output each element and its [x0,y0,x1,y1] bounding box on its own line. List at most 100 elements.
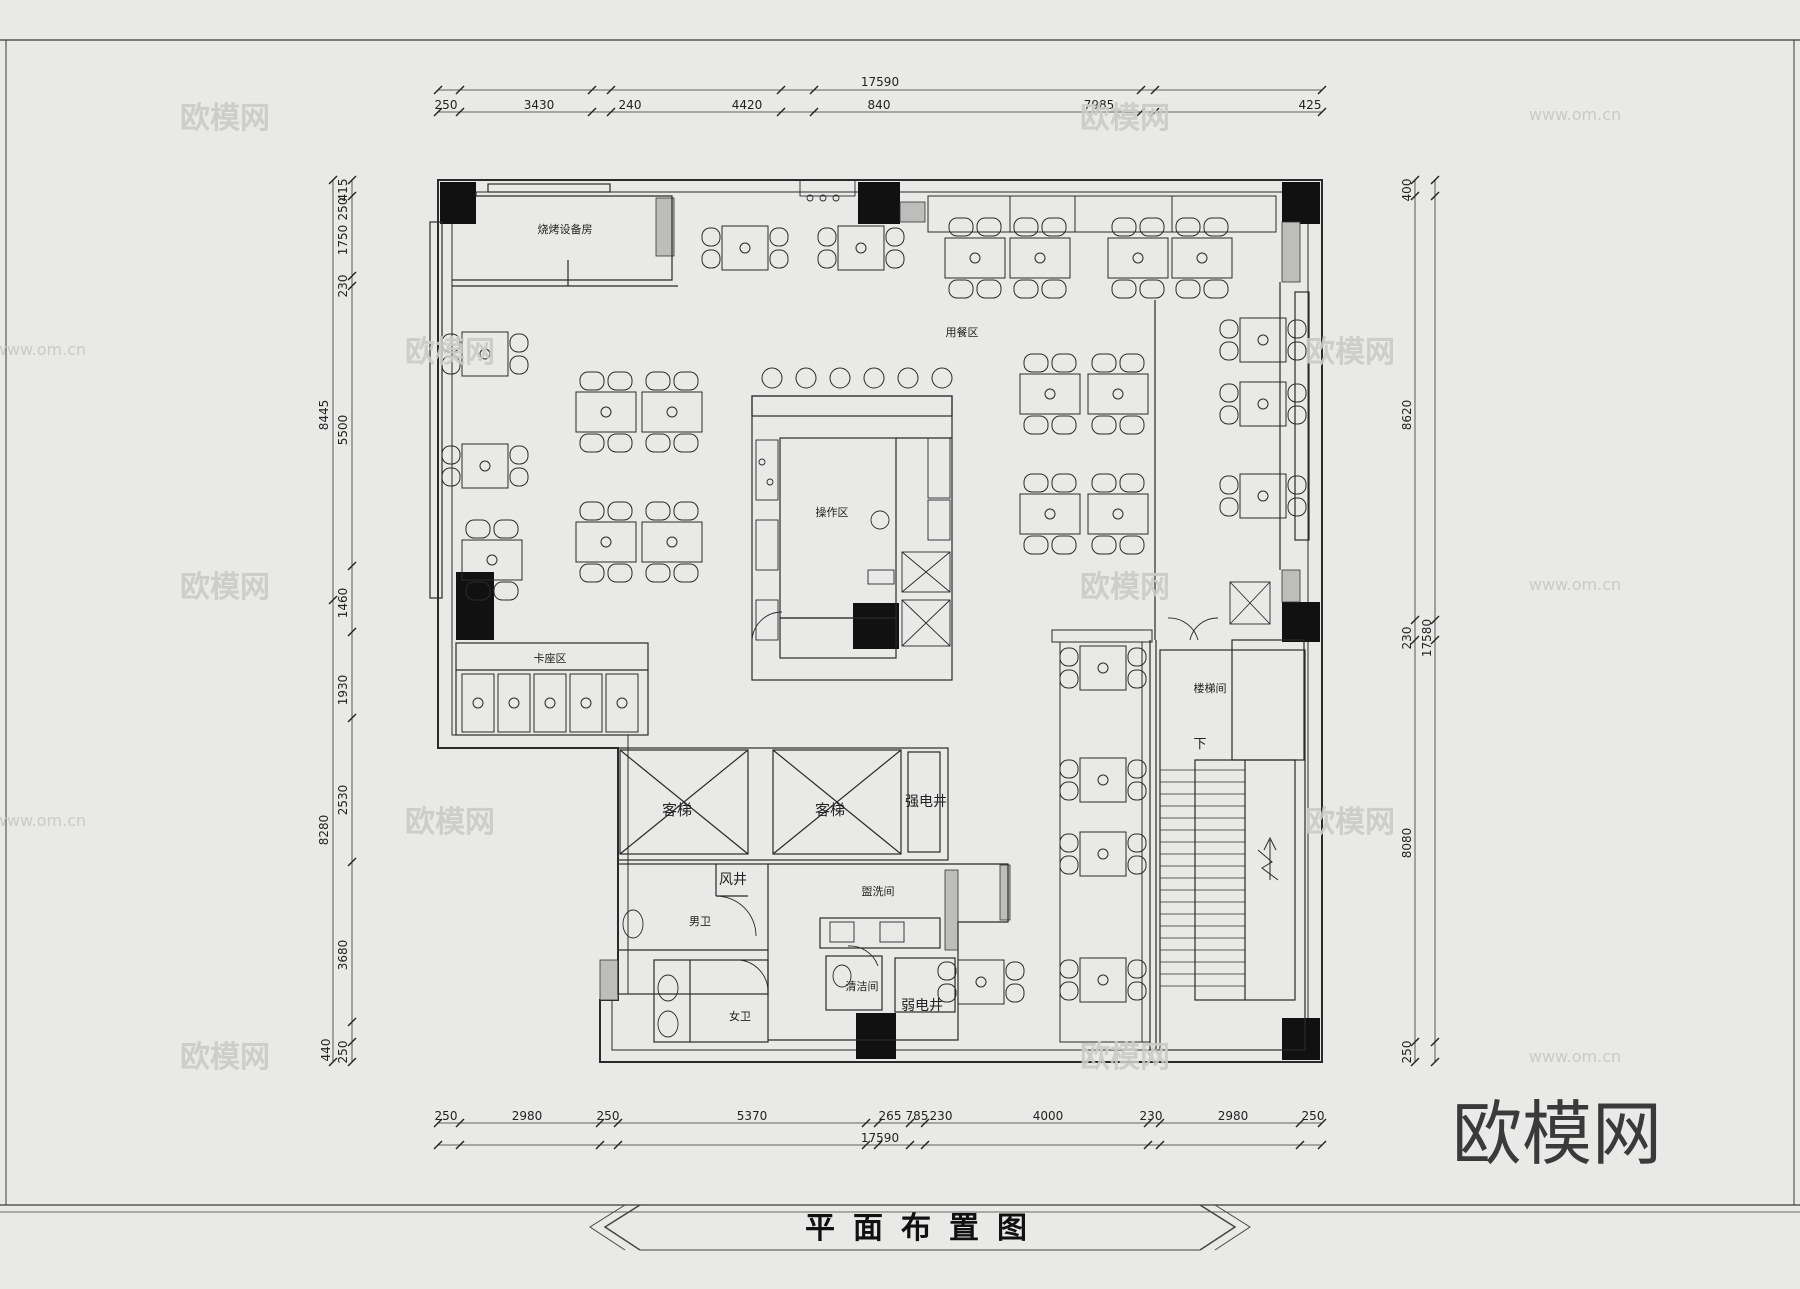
chair [1175,279,1201,299]
chair [1175,217,1201,237]
chair [1287,475,1307,495]
dim-tick [433,85,443,95]
dim-top-seg: 250 [435,98,458,112]
dim-right-inner: 8620 [1400,400,1414,431]
dim-right-inner: 400 [1400,179,1414,202]
dim-tick [1430,635,1440,645]
dining-table [1171,237,1233,279]
chair [607,563,633,583]
dining-table [721,225,769,271]
dim-bottom-seg: 250 [597,1109,620,1123]
bar-stool [829,367,851,389]
chair [1127,669,1147,689]
chair [1013,279,1039,299]
chair [579,371,605,391]
table-center [472,697,484,709]
chair [1091,473,1117,493]
dim-tick [873,1140,883,1150]
dim-tick [347,1017,357,1027]
chair [1139,279,1165,299]
booth-seat [569,673,603,733]
dining-table [1079,645,1127,691]
chair [1059,647,1079,667]
dim-tick [455,1118,465,1128]
chair [1127,833,1147,853]
dim-tick [1136,107,1146,117]
table-center [580,697,592,709]
dim-bottom-seg: 4000 [1033,1109,1064,1123]
chair [645,563,671,583]
chair [1023,535,1049,555]
chair [1119,353,1145,373]
chair [1005,983,1025,1003]
chair [817,249,837,269]
dim-left-inner: 230 [336,275,350,298]
sheet-frame [0,39,1800,1213]
chair [1203,279,1229,299]
chair [673,371,699,391]
booth-seat [605,673,639,733]
chair [769,249,789,269]
bar-stool [897,367,919,389]
chair [579,433,605,453]
watermark-text: 欧模网 [180,1040,270,1075]
dining-table [1019,373,1081,415]
table-center [1097,774,1109,786]
dim-tick [347,627,357,637]
dim-right-inner: 8080 [1400,828,1414,859]
dim-right-inner: 230 [1400,627,1414,650]
table-center [600,406,612,418]
chair [509,355,529,375]
label-lift-2: 客梯 [815,801,845,819]
chair [1013,217,1039,237]
chair [1051,535,1077,555]
dim-bottom-seg: 230 [1140,1109,1163,1123]
chair [1127,855,1147,875]
chair [1059,759,1079,779]
table-center [544,697,556,709]
chair [1203,217,1229,237]
dim-tick [587,107,597,117]
table-center [666,406,678,418]
dim-tick [920,1140,930,1150]
watermark-text: 欧模网 [180,570,270,605]
dim-left-inner: 5500 [336,415,350,446]
dim-tick [1410,191,1420,201]
chair [976,279,1002,299]
left-dimensions: 8445 8280 415 250 1750 230 5500 1460 193… [317,179,350,1064]
dim-tick [328,1057,338,1067]
dim-left-inner: 1750 [336,225,350,256]
dim-left-inner: 1930 [336,675,350,706]
chair [1059,959,1079,979]
dining-table [1087,493,1149,535]
chair [1287,383,1307,403]
table-center [479,460,491,472]
kitchen-equipment [755,179,1271,647]
label-card-area: 卡座区 [534,651,567,665]
watermark-url: www.om.cn [1529,1047,1621,1066]
chair [1023,415,1049,435]
dim-tick [1317,1140,1327,1150]
stair-arrow [1257,836,1279,881]
dim-tick [347,271,357,281]
label-male-wc: 男卫 [689,915,711,928]
dim-left-inner: 1460 [336,588,350,619]
table-center [1257,398,1269,410]
watermark-text: 欧模网 [405,335,495,370]
dim-tick [1317,107,1327,117]
dim-tick [347,191,357,201]
dim-bottom-seg: 5370 [737,1109,768,1123]
chair [948,217,974,237]
chair [465,519,491,539]
dim-tick [1136,85,1146,95]
bar-stool [931,367,953,389]
dim-tick [347,1037,357,1047]
table-center [1112,388,1124,400]
table-center [1196,252,1208,264]
chair [1219,497,1239,517]
dim-tick [1410,175,1420,185]
dim-tick [1317,85,1327,95]
watermark-text: 欧模网 [1305,805,1395,840]
